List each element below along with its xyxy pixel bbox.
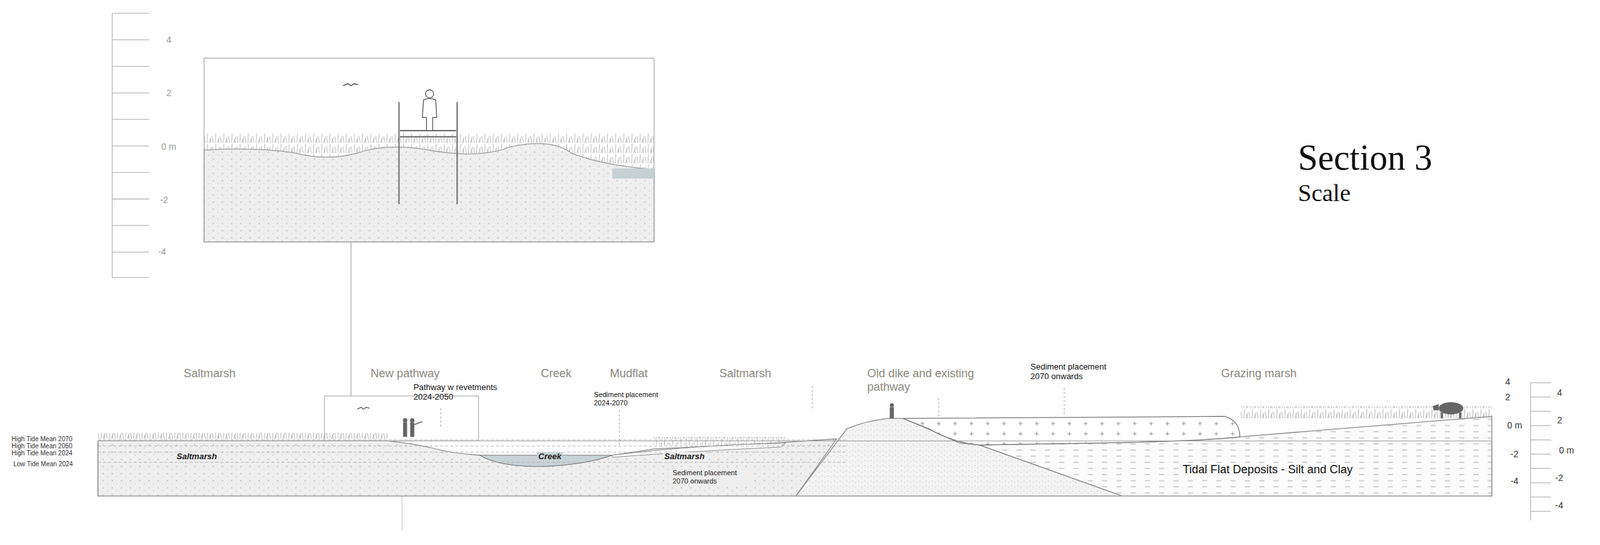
axis-value: 4 <box>1505 376 1511 387</box>
inset-frame <box>204 58 655 242</box>
axis-value: 4 <box>166 34 172 45</box>
annotation-leaders <box>440 385 1065 445</box>
scale-label: Scale <box>1297 179 1351 208</box>
axis-value: 2 <box>1505 391 1511 402</box>
axis-value: 2 <box>166 87 172 98</box>
annotation: Sediment placement 2070 onwards <box>671 468 754 485</box>
zone-label: Creek <box>540 366 572 381</box>
inset-leader <box>401 496 403 531</box>
annotation: Sediment placement 2070 onwards <box>1030 362 1120 382</box>
inset-water <box>612 168 655 179</box>
tide-label: High Tide Mean 2050 <box>11 442 73 450</box>
inset-grass <box>204 132 655 169</box>
tide-label: High Tide Mean 2070 <box>11 435 73 443</box>
axis-value: -2 <box>160 194 168 205</box>
annotation: Sediment placement 2024-2070 <box>593 390 674 407</box>
axis-value: -2 <box>1510 448 1519 459</box>
zone-label: Grazing marsh <box>1221 366 1297 381</box>
tide-lines <box>97 439 847 463</box>
axis-value: -4 <box>158 246 166 257</box>
axis-value: 0 m <box>161 141 176 152</box>
inset-leader <box>350 241 352 397</box>
people-figures <box>402 402 894 437</box>
zone-label: Old dike and existing pathway <box>867 366 996 393</box>
layer-label: Tidal Flat Deposits - Silt and Clay <box>1181 462 1354 477</box>
zone-label: Mudflat <box>609 366 648 381</box>
zone-label: Saltmarsh <box>719 366 772 381</box>
inset-ground <box>204 143 655 242</box>
cow-figure <box>1432 401 1464 418</box>
bird <box>357 407 370 409</box>
inset-detail <box>204 58 655 242</box>
axis-value: -4 <box>1555 499 1563 511</box>
axis-value: -2 <box>1555 472 1563 483</box>
layer-label: Saltmarsh <box>175 451 219 462</box>
inset-scale <box>112 13 149 278</box>
section-title: Section 3 <box>1297 136 1433 178</box>
axis-value: 0 m <box>1559 444 1574 456</box>
saltmarsh-ground <box>97 438 837 496</box>
tide-label: High Tide Mean 2024 <box>11 449 73 457</box>
zone-label: Saltmarsh <box>183 366 236 381</box>
zone-label: New pathway <box>370 366 440 381</box>
section-frame <box>97 440 1492 496</box>
layer-label: Saltmarsh <box>663 451 706 462</box>
annotation: Pathway w revetments 2024-2050 <box>413 382 510 402</box>
axis-value: 2 <box>1557 414 1563 425</box>
person-figure <box>422 89 437 131</box>
right-scale <box>1530 382 1552 521</box>
layer-label: Creek <box>536 451 563 462</box>
axis-value: -4 <box>1510 475 1519 486</box>
tide-label: Low Tide Mean 2024 <box>13 460 73 468</box>
bird <box>343 83 359 86</box>
axis-value: 0 m <box>1507 419 1522 431</box>
axis-value: 4 <box>1557 387 1563 398</box>
